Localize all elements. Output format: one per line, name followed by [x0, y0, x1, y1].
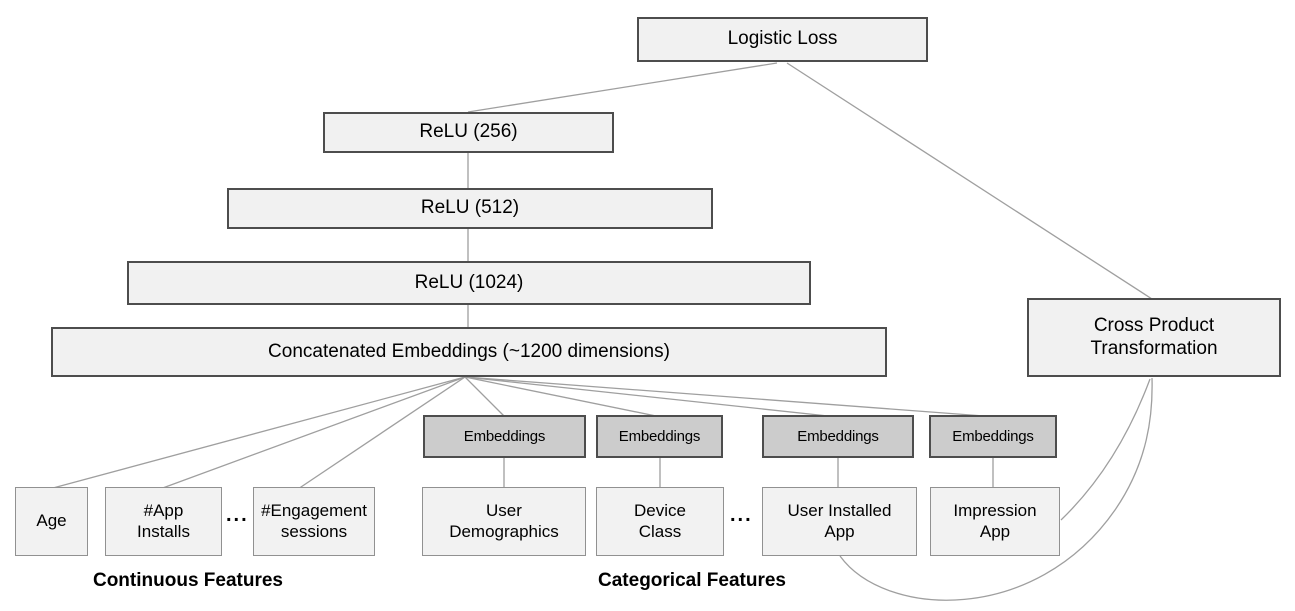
edge-concat-engagement	[297, 376, 466, 490]
edge-loss-to-crossproduct	[786, 62, 1153, 300]
node-relu-256: ReLU (256)	[323, 112, 614, 153]
edge-userinstalled-crossproduct-curve	[839, 377, 1153, 601]
node-feature-engagement-sessions: #Engagement sessions	[253, 487, 375, 556]
edge-concat-embed2	[464, 376, 657, 417]
node-embeddings-user-demographics: Embeddings	[423, 415, 586, 458]
node-relu-1024: ReLU (1024)	[127, 261, 811, 305]
ellipsis-continuous: ...	[226, 504, 249, 526]
node-logistic-loss: Logistic Loss	[637, 17, 928, 62]
edge-loss-to-relu256	[467, 62, 778, 113]
edge-concat-appinstalls	[159, 376, 466, 490]
node-feature-app-installs: #App Installs	[105, 487, 222, 556]
ellipsis-categorical: ...	[730, 504, 753, 526]
node-embeddings-user-installed-app: Embeddings	[762, 415, 914, 458]
node-embeddings-impression-app: Embeddings	[929, 415, 1057, 458]
node-feature-user-installed-app: User Installed App	[762, 487, 917, 556]
node-cross-product-transformation: Cross Product Transformation	[1027, 298, 1281, 377]
node-relu-512: ReLU (512)	[227, 188, 713, 229]
edge-concat-embed4	[464, 376, 985, 417]
label-continuous-features: Continuous Features	[92, 570, 283, 591]
edge-concat-embed1	[464, 376, 505, 417]
node-feature-device-class: Device Class	[596, 487, 724, 556]
label-categorical-features: Categorical Features	[598, 570, 786, 591]
node-feature-age: Age	[15, 487, 88, 556]
edge-concat-age	[52, 376, 466, 489]
edge-concat-embed3	[464, 376, 829, 417]
node-embeddings-device-class: Embeddings	[596, 415, 723, 458]
node-feature-impression-app: Impression App	[930, 487, 1060, 556]
node-concatenated-embeddings: Concatenated Embeddings (~1200 dimension…	[51, 327, 887, 377]
edge-impression-crossproduct-curve	[1060, 378, 1151, 521]
node-feature-user-demographics: User Demographics	[422, 487, 586, 556]
